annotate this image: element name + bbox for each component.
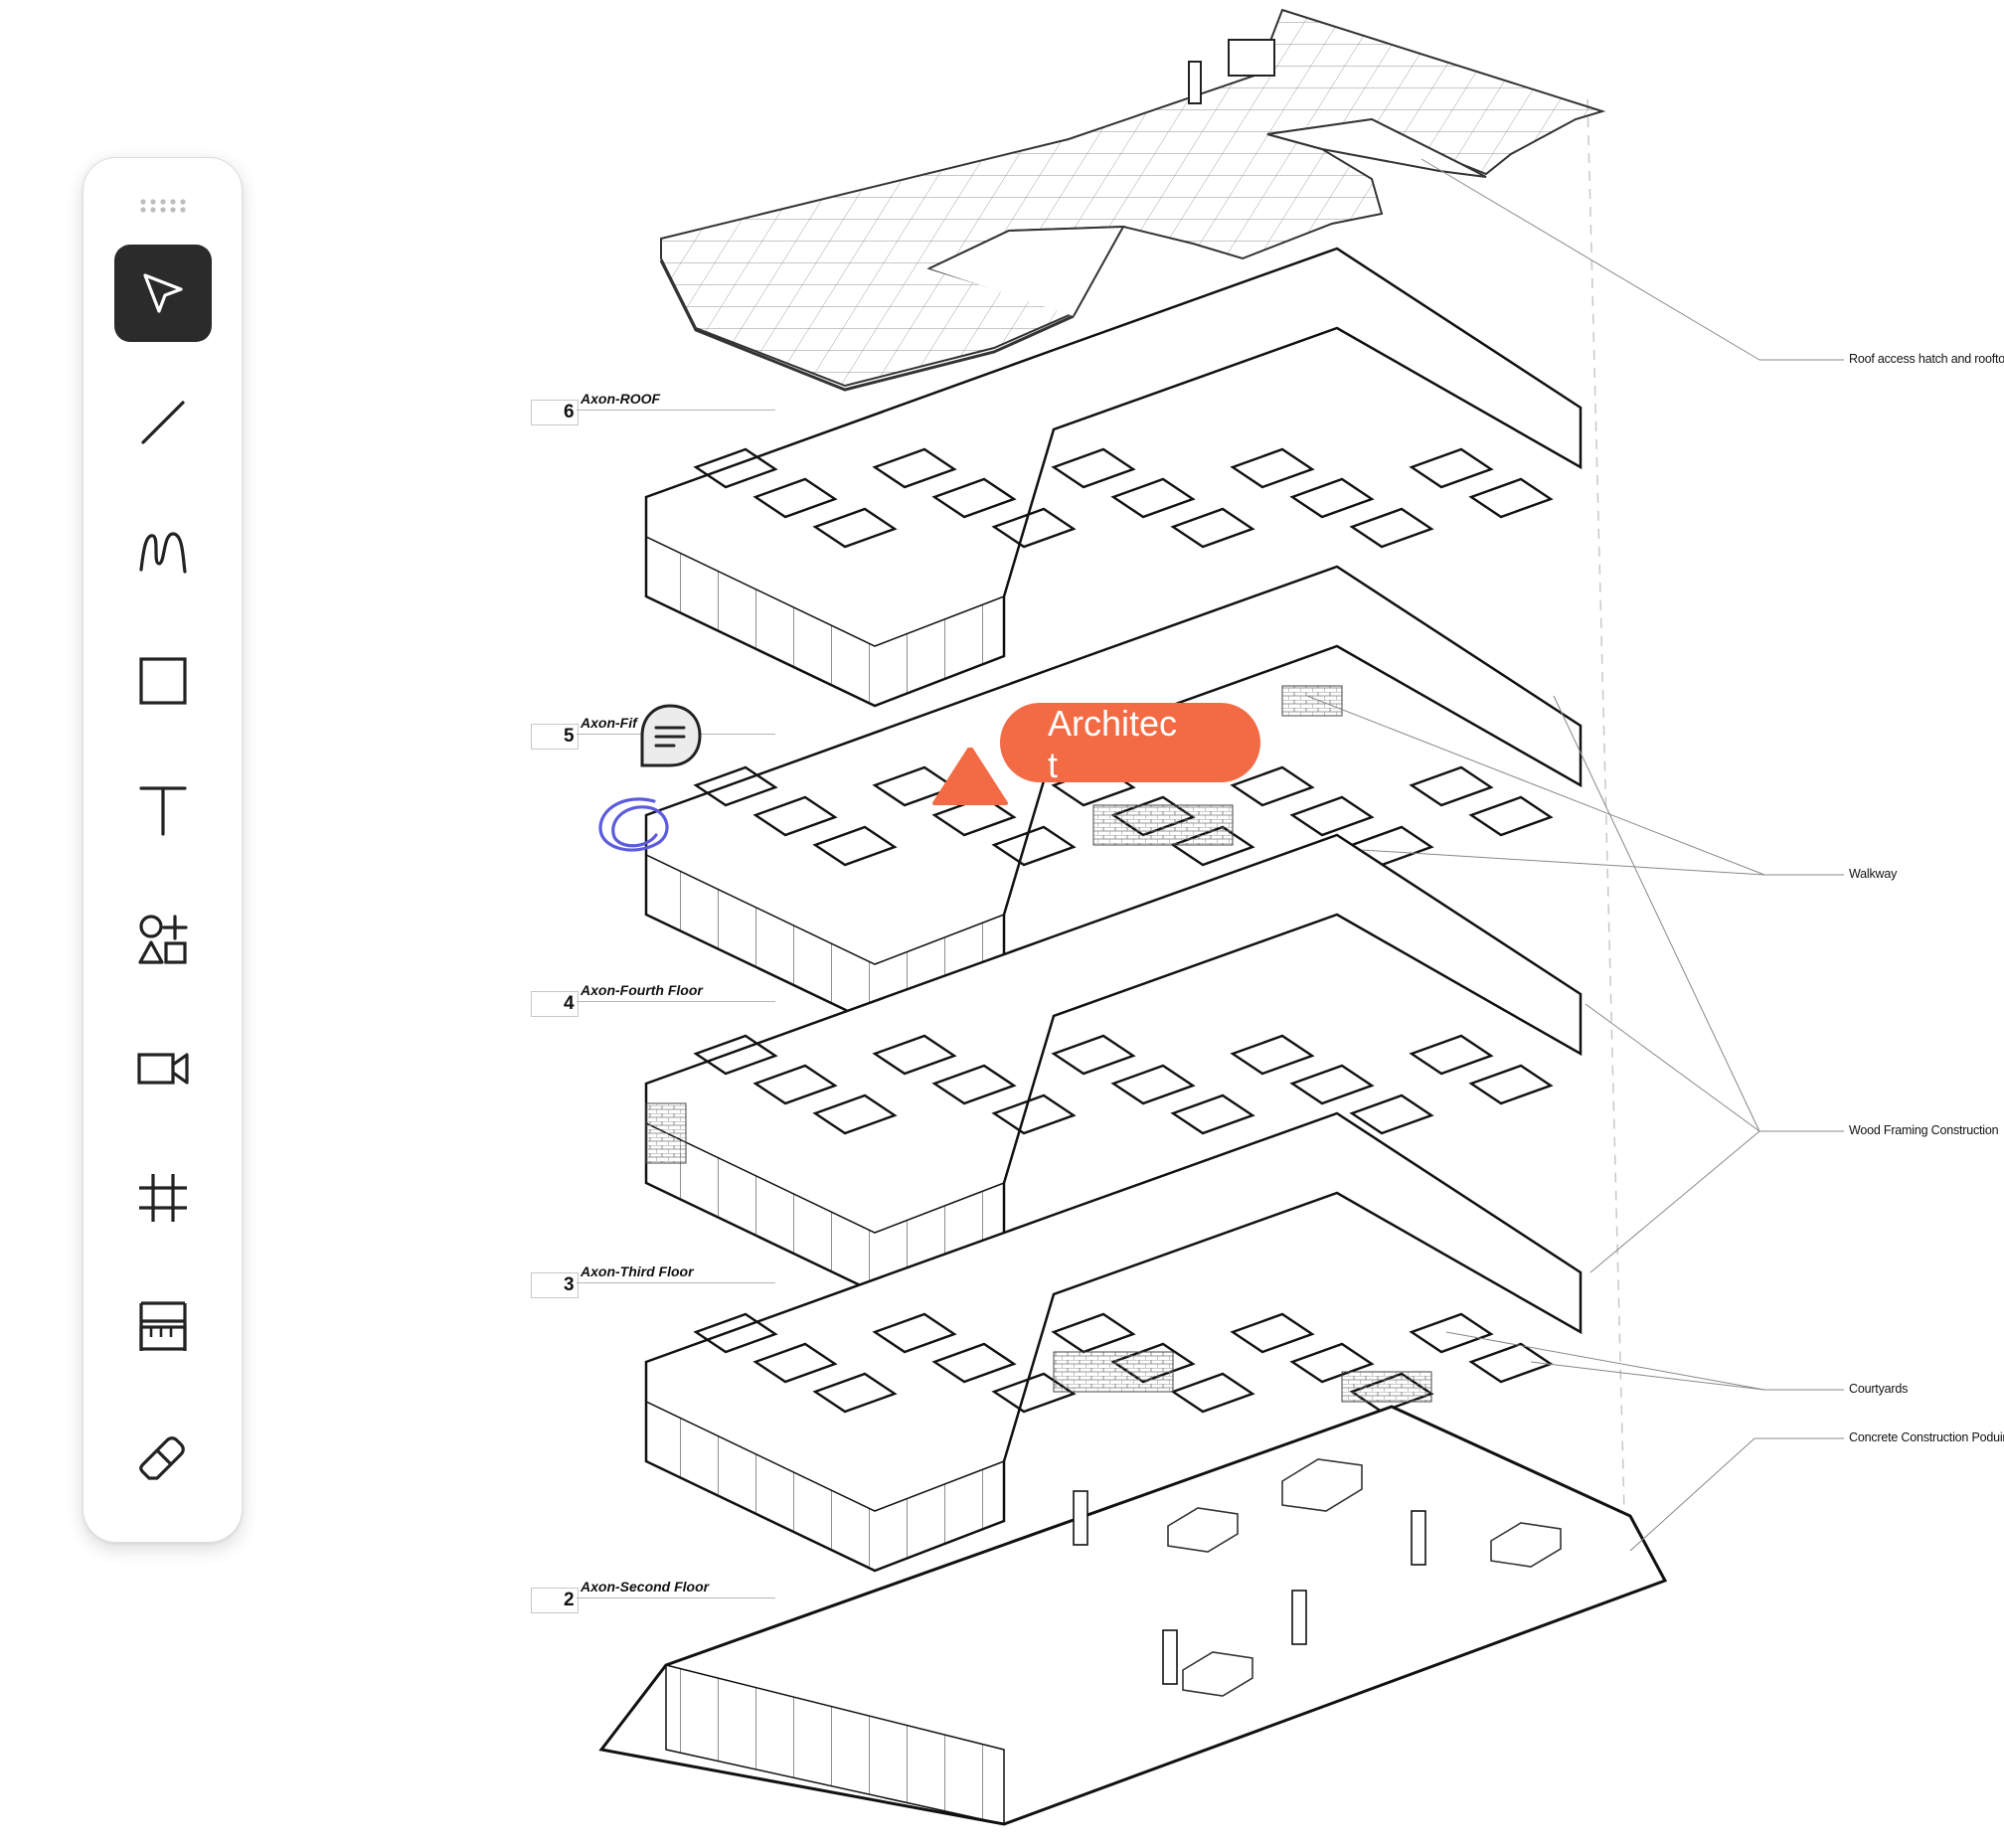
line-tool[interactable] xyxy=(114,374,212,471)
eraser-icon xyxy=(139,1436,185,1480)
pointer-arrow-icon xyxy=(143,273,183,313)
video-camera-icon xyxy=(137,1053,189,1085)
floor-rule xyxy=(577,1001,775,1002)
floor-name: Axon-Fourth Floor xyxy=(581,982,703,998)
floor-name: Axon-Third Floor xyxy=(581,1263,694,1279)
floor-number-box xyxy=(531,724,579,750)
callout-courtyards: Courtyards xyxy=(1849,1382,1909,1396)
grid-tool[interactable] xyxy=(114,1149,212,1247)
floor-name: Axon-Fif xyxy=(581,715,637,731)
text-tool[interactable] xyxy=(114,761,212,859)
pen-tool[interactable] xyxy=(114,503,212,600)
floor-plates xyxy=(598,247,1668,1826)
floor-number: 4 xyxy=(564,993,575,1014)
shapes-tool[interactable] xyxy=(114,891,212,988)
floor-name: Axon-Second Floor xyxy=(581,1579,710,1595)
floor-number: 5 xyxy=(564,726,575,747)
parking-cars xyxy=(1167,1458,1562,1697)
comment-pin-icon[interactable] xyxy=(636,702,704,769)
drawing-toolbar xyxy=(83,157,243,1543)
floor-number-box xyxy=(531,991,579,1017)
floor-number: 2 xyxy=(564,1590,575,1610)
floor-rule xyxy=(577,410,775,411)
floor-rule xyxy=(577,1597,775,1598)
collaborator-cursor-icon xyxy=(932,748,1008,805)
floor-number: 6 xyxy=(564,402,575,422)
freehand-icon xyxy=(139,532,187,574)
floor-plate-fifth xyxy=(644,565,1583,1026)
freehand-circle-annotation[interactable] xyxy=(594,791,680,861)
square-icon xyxy=(139,657,187,705)
floor-number: 3 xyxy=(564,1274,575,1295)
callout-roof-access: Roof access hatch and rooftop xyxy=(1849,352,2004,366)
floor-name: Axon-ROOF xyxy=(581,391,661,407)
callout-walkway: Walkway xyxy=(1849,867,1898,881)
floor-plate-roof-level xyxy=(644,247,1583,708)
shapes-icon xyxy=(138,915,188,964)
measure-tool[interactable] xyxy=(114,1278,212,1376)
callout-leaders xyxy=(1306,158,1844,1552)
callout-wood-framing: Wood Framing Construction xyxy=(1849,1123,1999,1137)
grip-dots-icon[interactable] xyxy=(139,198,187,214)
floor-plate-second-podium xyxy=(598,1405,1668,1826)
floor-number-box xyxy=(531,400,579,425)
ruler-icon xyxy=(139,1301,187,1351)
floor-rule xyxy=(577,1282,775,1283)
line-icon xyxy=(141,401,185,444)
text-icon xyxy=(139,786,187,836)
eraser-tool[interactable] xyxy=(114,1408,212,1505)
callout-concrete-podium: Concrete Construction Poduim xyxy=(1849,1430,2004,1444)
floor-plate-third xyxy=(644,1111,1583,1573)
collaborator-name-tag: Architect xyxy=(1000,703,1260,785)
floor-number-box xyxy=(531,1588,579,1613)
roof-slab xyxy=(659,8,1606,392)
rectangle-tool[interactable] xyxy=(114,632,212,730)
select-tool[interactable] xyxy=(114,245,212,342)
hash-grid-icon xyxy=(139,1174,187,1222)
collaborator-name: Architect xyxy=(1048,703,1178,785)
video-tool[interactable] xyxy=(114,1020,212,1117)
floor-number-box xyxy=(531,1272,579,1298)
